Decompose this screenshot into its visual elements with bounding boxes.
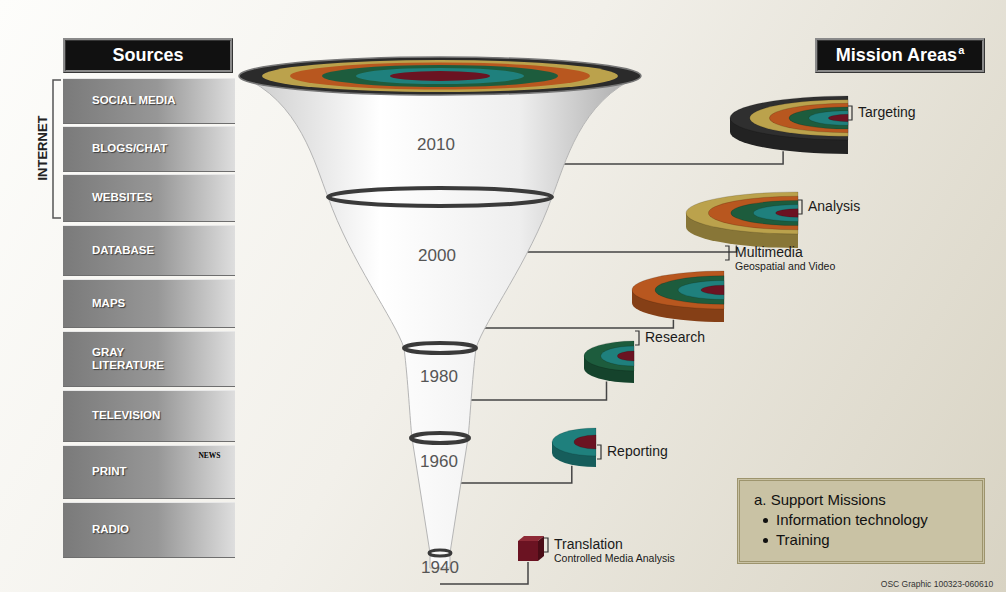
year-label: 1960 bbox=[420, 452, 458, 472]
wedge-layer bbox=[584, 341, 634, 371]
node-subtext: Geospatial and Video bbox=[735, 260, 835, 273]
funnel-ring bbox=[429, 550, 451, 556]
funnel-body bbox=[240, 76, 640, 568]
wedge-layer bbox=[809, 111, 848, 126]
rim-band bbox=[290, 63, 590, 90]
funnel-ring bbox=[328, 188, 552, 206]
node-subtext: Information technology bbox=[776, 510, 968, 530]
group-label: INTERNET bbox=[35, 116, 50, 181]
mission-label: TranslationControlled Media Analysis bbox=[554, 536, 675, 565]
funnel-ring bbox=[404, 343, 476, 353]
mission-label: Targeting bbox=[858, 104, 916, 120]
year-label: 2010 bbox=[417, 135, 455, 155]
mission-wedge bbox=[518, 536, 544, 561]
year-label: 1980 bbox=[420, 367, 458, 387]
node-text: Reporting bbox=[607, 443, 668, 459]
node-text: WEBSITES bbox=[92, 191, 152, 204]
rim-band bbox=[356, 68, 524, 84]
footnote-box: a. Support MissionsInformation technolog… bbox=[737, 478, 985, 564]
node-text: BLOGS/CHAT bbox=[92, 142, 167, 155]
node-text: GRAY LITERATURE bbox=[92, 346, 176, 372]
wedge-layer bbox=[730, 96, 848, 140]
cube-front bbox=[518, 541, 538, 561]
funnel-ring bbox=[411, 433, 469, 443]
mission-wedge bbox=[584, 341, 634, 383]
node-text: Research bbox=[645, 329, 705, 345]
rim-band bbox=[390, 71, 490, 81]
node-subtext: a bbox=[958, 44, 964, 56]
source-band: GRAY LITERATURE bbox=[63, 331, 235, 387]
mission-label: Reporting bbox=[607, 443, 668, 459]
bracket-line bbox=[53, 80, 61, 218]
bracket bbox=[53, 80, 61, 218]
wedge-layer bbox=[678, 281, 724, 300]
source-band: MAPS bbox=[63, 279, 235, 328]
year-label: 1940 bbox=[421, 558, 459, 578]
label-bracket bbox=[635, 331, 639, 345]
node-text: MAPS bbox=[92, 297, 125, 310]
wedge-layer bbox=[574, 435, 596, 449]
icon-part bbox=[198, 449, 221, 460]
wedge-layer bbox=[632, 271, 724, 309]
source-band: TELEVISION bbox=[63, 390, 235, 442]
mission-wedge bbox=[686, 192, 798, 248]
wedge-layer bbox=[552, 428, 596, 456]
source-band: SOCIAL MEDIA bbox=[63, 78, 235, 124]
wedge-layer bbox=[655, 276, 724, 305]
node-subtext: Controlled Media Analysis bbox=[554, 552, 675, 565]
year-label: 2000 bbox=[418, 246, 456, 266]
node-text: Multimedia bbox=[735, 244, 835, 260]
wedge-layer bbox=[617, 351, 634, 361]
funnel bbox=[239, 57, 641, 568]
wedge-layer bbox=[776, 209, 798, 217]
wedge-layer bbox=[701, 285, 724, 295]
graphic-id: OSC Graphic 100323-060610 bbox=[881, 579, 993, 589]
source-band: RADIO bbox=[63, 502, 235, 558]
rim-band bbox=[262, 60, 618, 92]
wedge-layer bbox=[828, 114, 848, 121]
node-text: Mission Areas bbox=[836, 45, 957, 66]
funnel-rim bbox=[239, 57, 641, 95]
wedge-layer bbox=[769, 103, 848, 132]
mission-wedge bbox=[552, 428, 596, 467]
node-text: PRINT bbox=[92, 465, 127, 478]
wedge-layer bbox=[708, 196, 798, 230]
wedge-layer bbox=[731, 200, 798, 225]
wedge-layer bbox=[686, 192, 798, 234]
label-bracket bbox=[848, 106, 852, 120]
wedge-layer bbox=[753, 205, 798, 222]
node-text: DATABASE bbox=[92, 244, 154, 257]
label-bracket bbox=[725, 246, 729, 260]
header-box: Sources bbox=[63, 38, 233, 73]
node-text: SOCIAL MEDIA bbox=[92, 94, 176, 107]
node-subtext: Training bbox=[776, 530, 968, 550]
node-text: Sources bbox=[112, 45, 183, 66]
node-text: TELEVISION bbox=[92, 409, 160, 422]
source-band: WEBSITES bbox=[63, 174, 235, 222]
source-band: BLOGS/CHAT bbox=[63, 126, 235, 172]
node-text: Targeting bbox=[858, 104, 916, 120]
source-band: DATABASE bbox=[63, 225, 235, 276]
rim-band bbox=[322, 65, 558, 87]
icon-text: NEWS bbox=[198, 450, 220, 459]
mission-label: Research bbox=[645, 329, 705, 345]
node-text: a. Support Missions bbox=[754, 490, 968, 510]
node-text: RADIO bbox=[92, 523, 129, 536]
header-box: Mission Areasa bbox=[815, 38, 985, 73]
cube-side bbox=[538, 536, 544, 561]
wedge-layer bbox=[750, 100, 848, 137]
label-bracket bbox=[597, 445, 601, 459]
node-text: Translation bbox=[554, 536, 675, 552]
mission-wedge bbox=[632, 271, 724, 322]
mission-label: Analysis bbox=[808, 198, 860, 214]
label-bracket bbox=[798, 200, 802, 214]
wedge-layer bbox=[601, 346, 634, 366]
node-text: Analysis bbox=[808, 198, 860, 214]
wedge-layer bbox=[789, 107, 848, 129]
mission-wedge bbox=[730, 96, 848, 154]
mission-label: MultimediaGeospatial and Video bbox=[735, 244, 835, 273]
label-bracket bbox=[544, 538, 548, 552]
